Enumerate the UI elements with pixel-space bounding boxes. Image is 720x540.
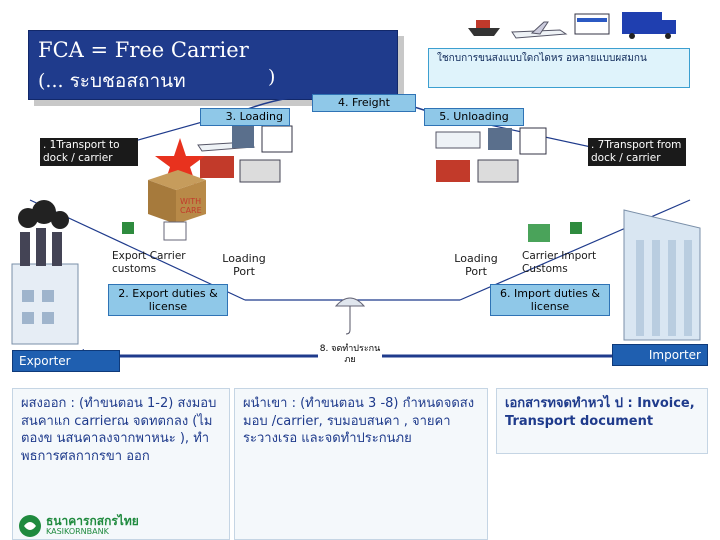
loading-port-right: Loading Port [454, 252, 498, 278]
right-truck-icon [436, 160, 470, 182]
right-train-icon [519, 127, 547, 155]
title-line1: FCA = Free Carrier [38, 38, 249, 62]
importer-building-icon [623, 209, 701, 341]
stage-unloading: 5. Unloading [424, 108, 524, 126]
exporter-label: Exporter [12, 350, 120, 372]
right-plane-icon [435, 131, 481, 149]
import-duties-box: 6. Import duties & license [490, 284, 610, 316]
svg-text:CARE: CARE [180, 206, 202, 215]
transport-from-dock-label: . 7Transport from dock / carrier [588, 138, 686, 166]
bank-logo: ธนาคารกสกรไทย KASIKORNBANK [18, 512, 158, 540]
left-train-icon [261, 125, 293, 153]
importer-label: Importer [612, 344, 708, 366]
title-box [28, 30, 398, 100]
left-ship-icon [232, 126, 254, 148]
top-train-icon [574, 13, 610, 35]
title-line2-close: ) [268, 66, 276, 88]
export-customs-icon [122, 221, 187, 241]
loading-port-left: Loading Port [222, 252, 266, 278]
exporter-duties-panel: ผสงออก : (ทำขนตอน 1-2) สงมอบสนคาแก carri… [12, 388, 230, 540]
documents-panel: เอกสารทจดทำหวไ ป : Invoice, Transport do… [496, 388, 708, 454]
umbrella-icon [334, 297, 366, 335]
importer-duties-panel: ผนำเขา : (ทำขนตอน 3 -8) กำหนดจดสงมอบ /ca… [234, 388, 488, 540]
stage-loading: 3. Loading [200, 108, 290, 126]
insurance-label: 8. จดทำประกน ภย [318, 344, 382, 366]
star-icon [155, 138, 205, 185]
top-truck-icon [622, 12, 676, 39]
cargo-box-icon: WITH CARE [148, 170, 206, 224]
bank-logo-icon [19, 515, 41, 537]
left-truck-icon [200, 156, 234, 178]
top-plane-icon [511, 21, 568, 39]
svg-text:WITH: WITH [180, 197, 201, 206]
factory-icon [11, 200, 79, 345]
note-box: ใชกบการขนสงแบบใดกไดหร อหลายแบบผสมกน [428, 48, 690, 88]
export-duties-box: 2. Export duties & license [108, 284, 228, 316]
bank-sub: KASIKORNBANK [46, 527, 109, 536]
import-customs-label: Carrier Import Customs [522, 250, 597, 275]
top-ship-icon [468, 20, 500, 36]
bank-name: ธนาคารกสกรไทย [46, 514, 139, 528]
right-ship-icon [488, 128, 512, 150]
export-customs-label: Export Carrier customs [112, 250, 186, 275]
title-line2: (... ระบชอสถานท [38, 70, 186, 92]
transport-to-dock-label: . 1Transport to dock / carrier [40, 138, 138, 166]
stage-freight: 4. Freight [312, 94, 416, 112]
import-customs-icon [528, 222, 582, 242]
